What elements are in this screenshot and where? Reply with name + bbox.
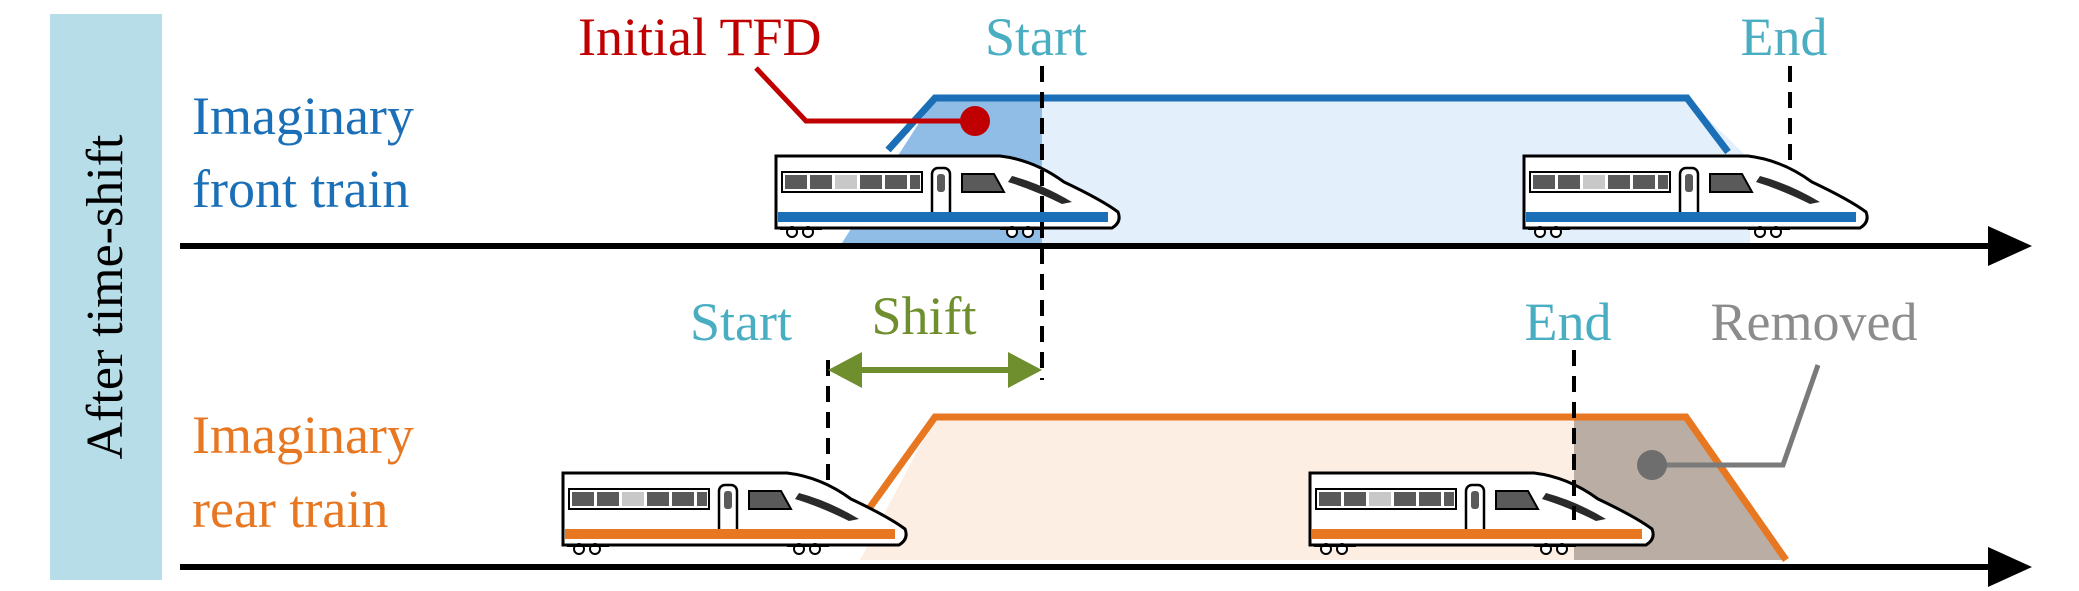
front-start-label: Start	[985, 7, 1087, 67]
front-end-label: End	[1741, 7, 1828, 67]
rear-end-label: End	[1525, 292, 1612, 352]
side-label: After time-shift	[77, 134, 134, 459]
rear-tfd-outline	[865, 413, 1789, 563]
rear-label-line2: rear train	[192, 479, 388, 539]
front-label-line2: front train	[192, 159, 409, 219]
side-band	[50, 14, 162, 580]
removed-leader	[1652, 364, 1821, 468]
rear-train-start	[561, 471, 908, 556]
shift-label: Shift	[871, 286, 976, 346]
shift-arrowhead-right	[1008, 352, 1042, 388]
removed-dot	[1637, 450, 1667, 480]
shift-arrowhead-left	[828, 352, 862, 388]
initial-tfd-label: Initial TFD	[578, 7, 822, 67]
front-train-end	[1522, 154, 1869, 239]
rear-train-end	[1308, 471, 1655, 556]
initial-tfd-leader	[754, 66, 975, 124]
front-tfd-outline	[885, 94, 1731, 155]
removed-label: Removed	[1711, 292, 1918, 352]
rear-axis-arrowhead	[1988, 547, 2032, 587]
front-label-line1: Imaginary	[192, 86, 414, 146]
front-axis-arrowhead	[1988, 226, 2032, 266]
rear-label-line1: Imaginary	[192, 405, 414, 465]
initial-tfd-dot	[960, 106, 990, 136]
front-train-start	[774, 154, 1121, 239]
rear-start-label: Start	[690, 292, 792, 352]
